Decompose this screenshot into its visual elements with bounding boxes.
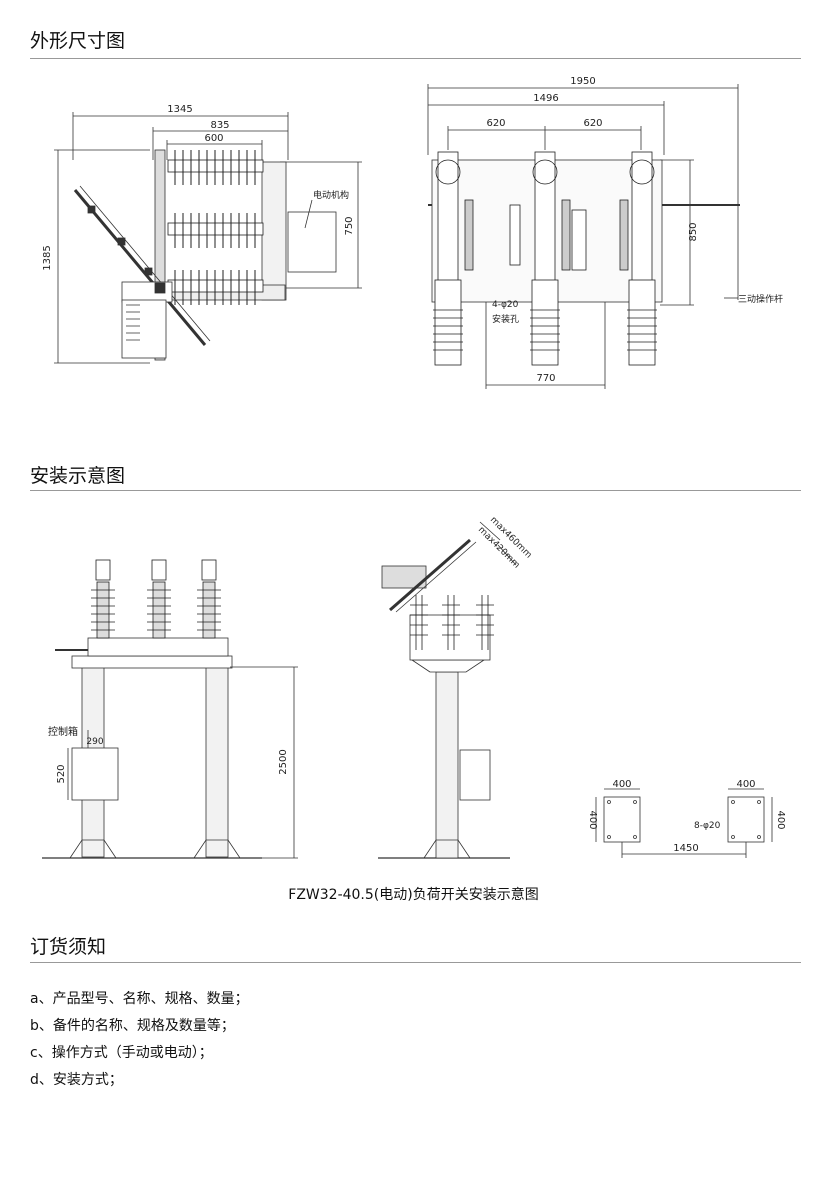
- dim-1345: 1345: [167, 104, 192, 115]
- section-title-dimensions: 外形尺寸图: [30, 30, 126, 52]
- figure-caption: FZW32-40.5(电动)负荷开关安装示意图: [288, 887, 539, 903]
- dim-400-c: 400: [587, 810, 598, 829]
- section-divider: [30, 490, 801, 491]
- label-holes: 4-φ20: [492, 300, 519, 310]
- dim-770: 770: [536, 373, 555, 384]
- install-side-drawing: [378, 521, 517, 859]
- list-item: c、操作方式（手动或电动）；: [30, 1045, 213, 1061]
- label-rod: 三动操作杆: [738, 293, 783, 305]
- dim-750: 750: [344, 216, 355, 235]
- section-title-ordering: 订货须知: [30, 936, 107, 958]
- dim-1950: 1950: [570, 76, 595, 87]
- dim-835: 835: [210, 120, 229, 131]
- dim-620-left: 620: [486, 118, 505, 129]
- dim-1385: 1385: [42, 245, 53, 270]
- dim-620-right: 620: [583, 118, 602, 129]
- side-view-drawing: [54, 112, 362, 364]
- section-title-installation: 安装示意图: [30, 465, 126, 487]
- dim-400-a: 400: [612, 779, 631, 790]
- dim-520: 520: [56, 764, 67, 783]
- section-divider: [30, 58, 801, 59]
- list-item: d、安装方式；: [30, 1072, 123, 1088]
- list-item: a、产品型号、名称、规格、数量；: [30, 991, 249, 1007]
- label-holes-2: 安装孔: [492, 313, 519, 325]
- dim-1450: 1450: [673, 843, 698, 854]
- dimension-drawings: 1345 835 600 1385 750 电动机构 1950 1496 620…: [42, 76, 783, 389]
- dim-850: 850: [688, 222, 699, 241]
- label-control-box: 控制箱: [48, 725, 78, 738]
- ordering-list: a、产品型号、名称、规格、数量； b、备件的名称、规格及数量等； c、操作方式（…: [30, 989, 249, 1097]
- dim-2500: 2500: [278, 749, 289, 774]
- dim-400-d: 400: [775, 810, 786, 829]
- front-view-drawing: [427, 84, 740, 389]
- list-item: b、备件的名称、规格及数量等；: [30, 1018, 235, 1034]
- dim-290: 290: [86, 737, 103, 747]
- dim-600: 600: [204, 133, 223, 144]
- install-front-drawing: [42, 559, 298, 859]
- dim-400-b: 400: [736, 779, 755, 790]
- section-divider: [30, 962, 801, 963]
- label-motor: 电动机构: [313, 189, 349, 201]
- base-plan-drawing: [595, 788, 773, 858]
- dim-1496: 1496: [533, 93, 558, 104]
- label-8-holes: 8-φ20: [694, 821, 721, 831]
- installation-drawings: 2500 520 290 控制箱 max460mm max420mm 400 4…: [42, 515, 786, 859]
